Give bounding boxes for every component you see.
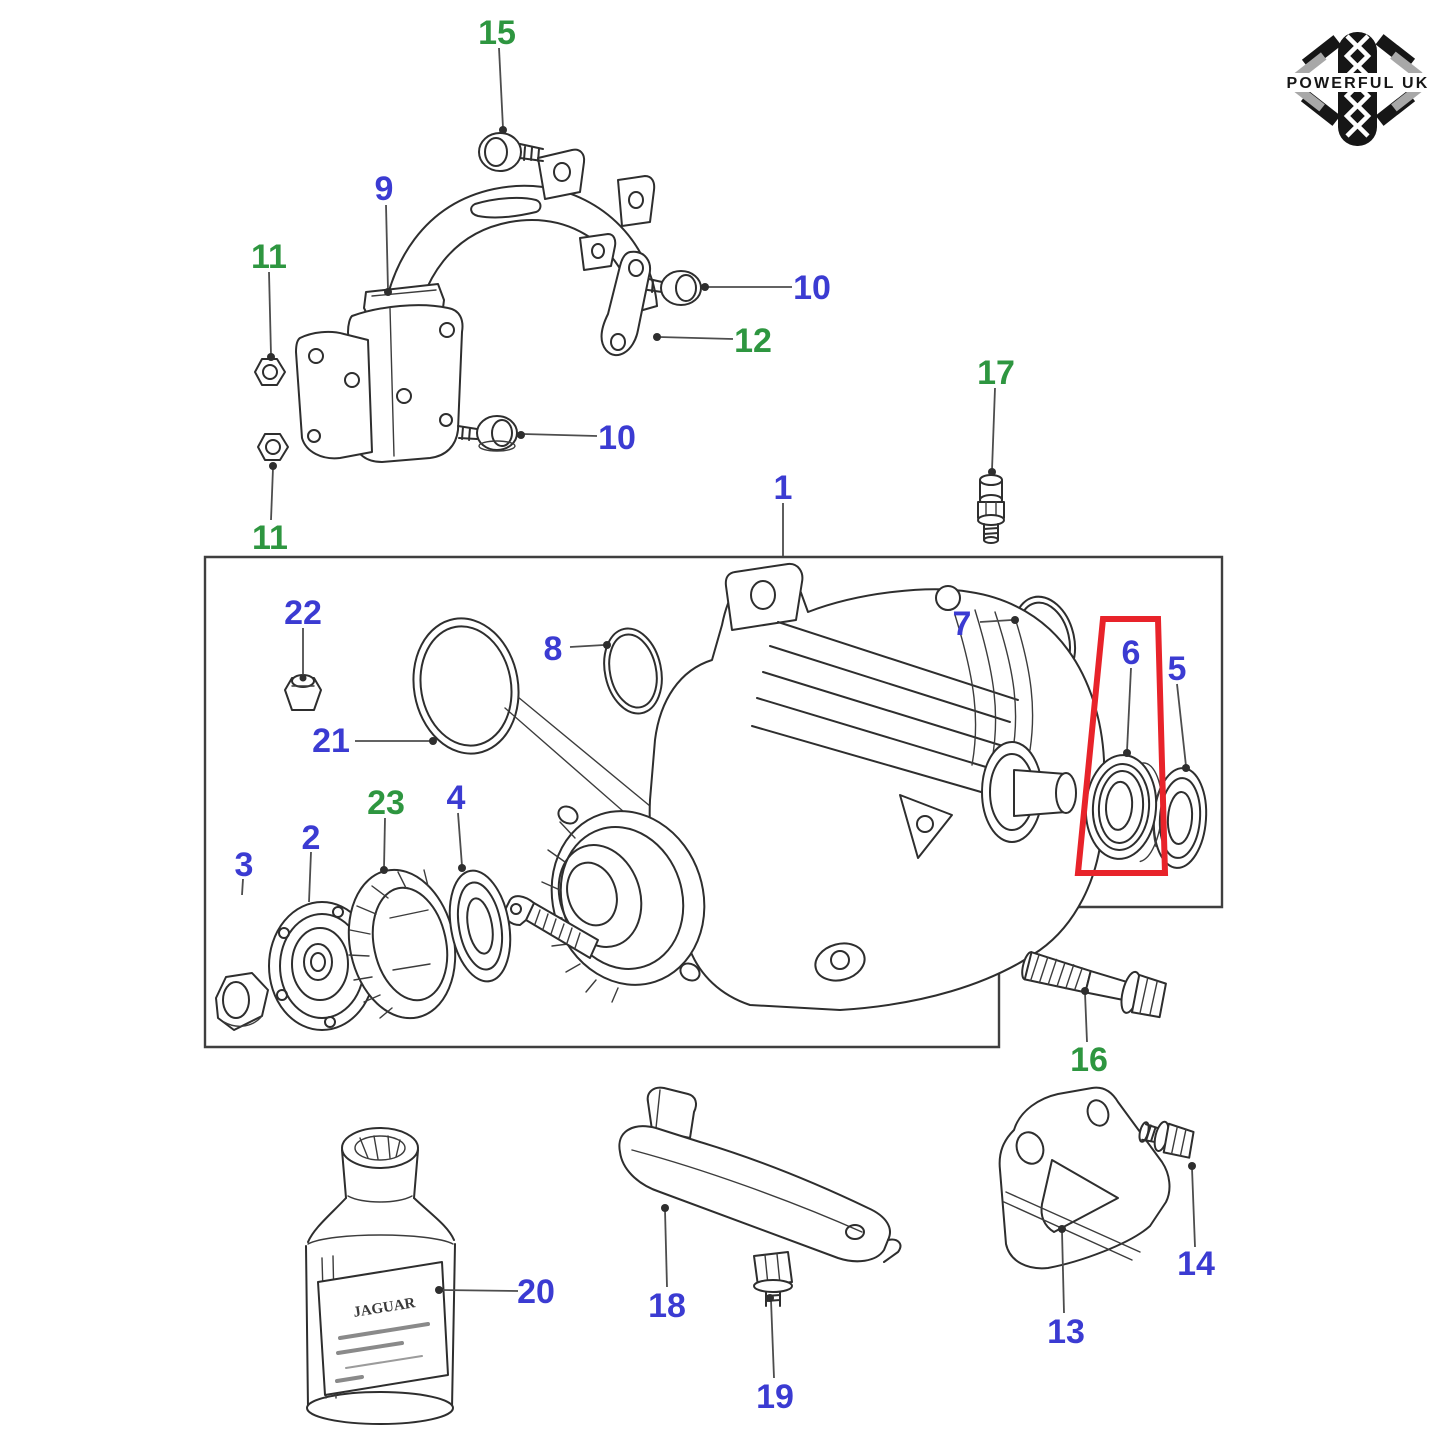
part-4-seal bbox=[448, 869, 512, 983]
oring-21-indicator-lines bbox=[504, 696, 657, 827]
label-19: 19 bbox=[756, 1378, 794, 1416]
label-3: 3 bbox=[235, 846, 254, 884]
label-16: 16 bbox=[1070, 1041, 1108, 1079]
label-7: 7 bbox=[953, 605, 972, 643]
leader-lines bbox=[241, 47, 1196, 1379]
label-1: 1 bbox=[774, 469, 793, 507]
logo-title: POWERFUL UK bbox=[1286, 75, 1429, 92]
logo-text-band bbox=[1288, 73, 1440, 92]
label-2: 2 bbox=[302, 819, 321, 857]
part-23-shield bbox=[347, 868, 457, 1020]
part-6-seal bbox=[1084, 754, 1163, 863]
powerful-uk-logo: POWERFUL UK bbox=[1286, 32, 1440, 146]
label-15: 15 bbox=[478, 14, 516, 52]
label-11-lower: 11 bbox=[252, 519, 288, 557]
part-18-cover bbox=[618, 1086, 902, 1263]
label-21: 21 bbox=[312, 722, 350, 760]
label-5: 5 bbox=[1168, 650, 1187, 688]
label-22: 22 bbox=[284, 594, 322, 632]
label-10-upper: 10 bbox=[793, 269, 831, 307]
label-8: 8 bbox=[544, 630, 563, 668]
coupling-drum bbox=[503, 805, 706, 1003]
label-17: 17 bbox=[977, 354, 1015, 392]
part-10-bolt-upper bbox=[639, 270, 702, 306]
label-10-lower: 10 bbox=[598, 419, 636, 457]
label-4: 4 bbox=[447, 779, 466, 817]
label-14: 14 bbox=[1177, 1245, 1215, 1283]
part-number-labels: 15 9 11 10 12 10 17 11 1 22 8 7 6 5 21 2… bbox=[235, 14, 1215, 1416]
part-19-bolt bbox=[753, 1251, 793, 1307]
part-3-nut bbox=[215, 972, 269, 1031]
part-13-bracket bbox=[998, 1086, 1171, 1270]
part-21-oring bbox=[412, 617, 520, 755]
part-1-diff-housing bbox=[648, 562, 1105, 1011]
part-11-nut-lower bbox=[257, 433, 289, 461]
part-12-link bbox=[600, 250, 651, 357]
part-9-heatshield-bracket bbox=[295, 148, 658, 463]
part-10-bolt-lower bbox=[457, 415, 518, 452]
label-23: 23 bbox=[367, 784, 405, 822]
label-18: 18 bbox=[648, 1287, 686, 1325]
label-11-upper: 11 bbox=[251, 238, 287, 276]
part-11-nut-upper bbox=[254, 358, 286, 386]
highlight-box-part-6 bbox=[1074, 616, 1169, 876]
label-9: 9 bbox=[375, 170, 394, 208]
part-20-fluid-bottle: JAGUAR bbox=[305, 1127, 456, 1425]
label-20: 20 bbox=[517, 1273, 555, 1311]
part-14-bolt bbox=[1138, 1120, 1195, 1159]
label-13: 13 bbox=[1047, 1313, 1085, 1351]
part-17-breather bbox=[977, 474, 1005, 544]
label-6: 6 bbox=[1122, 634, 1141, 672]
part-15-bolt bbox=[478, 132, 544, 172]
part-8-oring bbox=[603, 627, 663, 715]
part-16-bolt bbox=[1021, 951, 1167, 1019]
label-12: 12 bbox=[734, 322, 772, 360]
